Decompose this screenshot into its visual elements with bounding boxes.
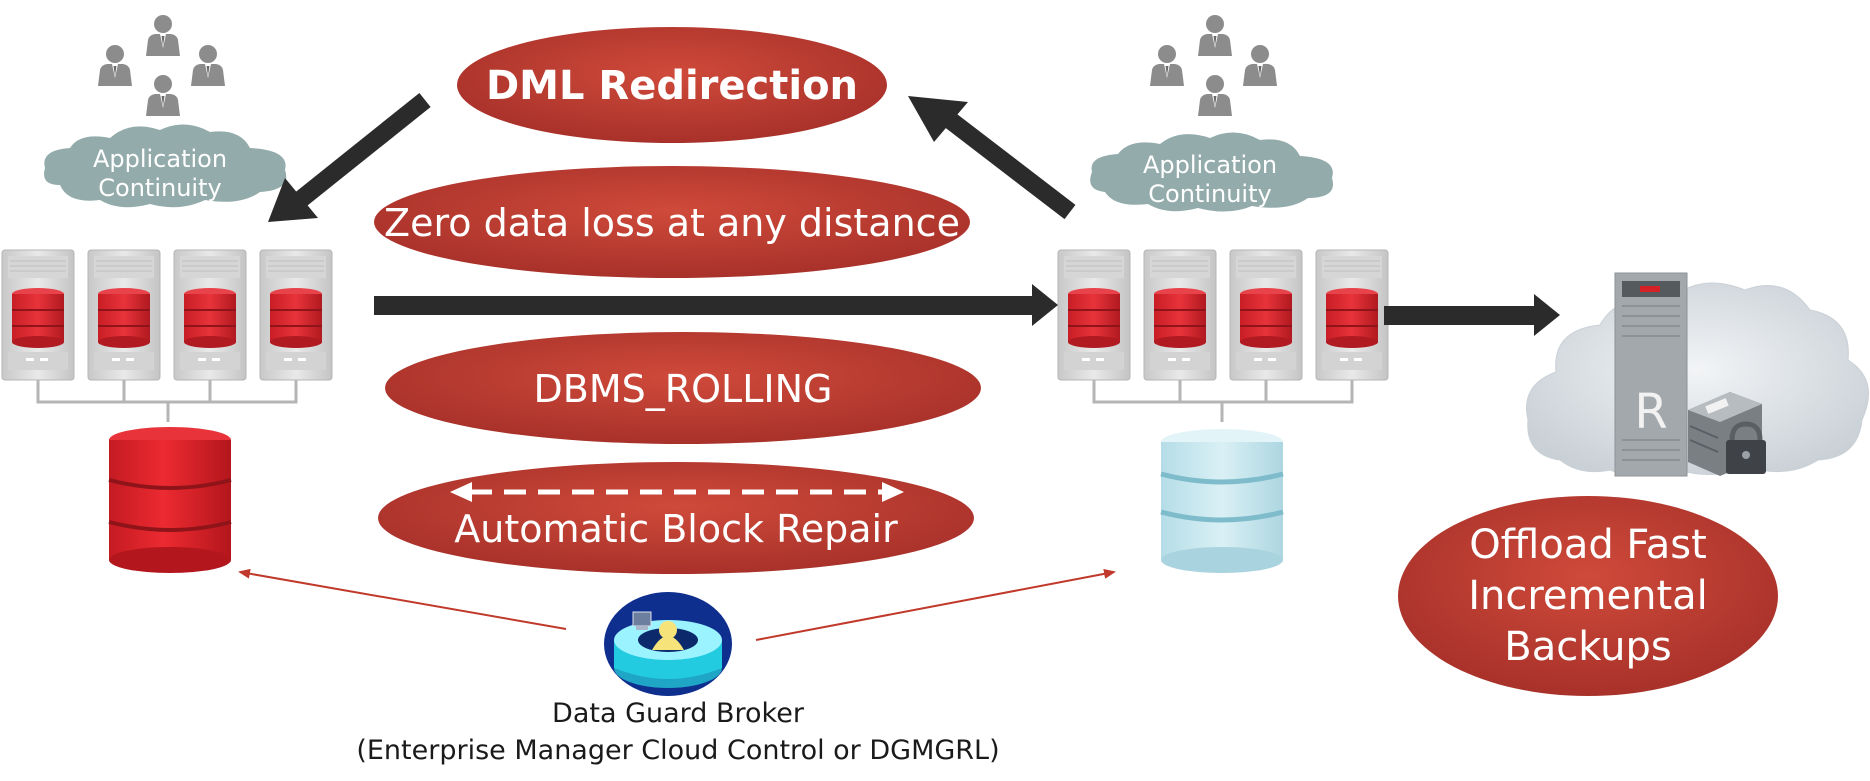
primary-application-continuity-cloud: Application Continuity xyxy=(44,124,287,208)
standby-server-interconnect xyxy=(1092,380,1354,422)
broker-subtitle: (Enterprise Manager Cloud Control or DGM… xyxy=(356,735,999,766)
dml-redirect-arrow-from-standby xyxy=(908,96,1076,220)
automatic-block-repair-label: Automatic Block Repair xyxy=(454,507,898,551)
dbms-rolling-label: DBMS_ROLLING xyxy=(534,367,833,411)
primary-cloud-label-line1: Application xyxy=(93,145,227,173)
backup-offload-arrow xyxy=(1384,294,1560,336)
primary-database-icon xyxy=(108,427,232,573)
redo-transport-arrow xyxy=(374,284,1058,326)
dbms-rolling-pill: DBMS_ROLLING xyxy=(385,332,981,444)
data-guard-broker-console-icon xyxy=(604,592,732,696)
broker-link-to-primary xyxy=(238,568,567,630)
primary-server-4 xyxy=(259,249,333,381)
dml-redirection-pill: DML Redirection xyxy=(457,27,887,143)
standby-server-4 xyxy=(1315,249,1389,381)
standby-server-3 xyxy=(1229,249,1303,381)
zero-data-loss-label: Zero data loss at any distance xyxy=(384,201,960,245)
primary-server-1 xyxy=(1,249,75,381)
broker-link-to-standby xyxy=(755,568,1116,641)
dml-redirect-arrow-to-primary xyxy=(268,92,431,222)
standby-cloud-label-line1: Application xyxy=(1143,151,1277,179)
standby-database-icon xyxy=(1160,429,1284,573)
offload-backups-pill: Offload Fast Incremental Backups xyxy=(1398,496,1778,696)
dml-redirection-label: DML Redirection xyxy=(486,63,858,109)
standby-server-1 xyxy=(1057,249,1131,381)
backup-storage-lock-icon xyxy=(1688,392,1766,476)
primary-server-3 xyxy=(173,249,247,381)
standby-cloud-label-line2: Continuity xyxy=(1148,180,1271,208)
automatic-block-repair-pill: Automatic Block Repair xyxy=(378,462,974,574)
offload-backups-line1: Offload Fast xyxy=(1469,522,1707,568)
standby-users-icon xyxy=(1150,15,1277,116)
recovery-appliance-letter: R xyxy=(1634,384,1667,440)
standby-server-rack xyxy=(1057,249,1389,422)
primary-server-2 xyxy=(87,249,161,381)
zero-data-loss-pill: Zero data loss at any distance xyxy=(374,166,970,278)
primary-server-rack xyxy=(1,249,333,422)
primary-users-icon xyxy=(98,15,225,116)
primary-server-interconnect xyxy=(36,380,298,422)
primary-cloud-label-line2: Continuity xyxy=(98,174,221,202)
recovery-appliance-rack-icon: R xyxy=(1614,272,1688,477)
standby-server-2 xyxy=(1143,249,1217,381)
broker-title: Data Guard Broker xyxy=(552,698,805,729)
bidirectional-dashed-arrow xyxy=(450,482,904,502)
standby-application-continuity-cloud: Application Continuity xyxy=(1090,132,1333,212)
offload-backups-line3: Backups xyxy=(1504,624,1671,670)
recovery-appliance-cloud xyxy=(1526,282,1869,477)
offload-backups-line2: Incremental xyxy=(1468,573,1708,619)
